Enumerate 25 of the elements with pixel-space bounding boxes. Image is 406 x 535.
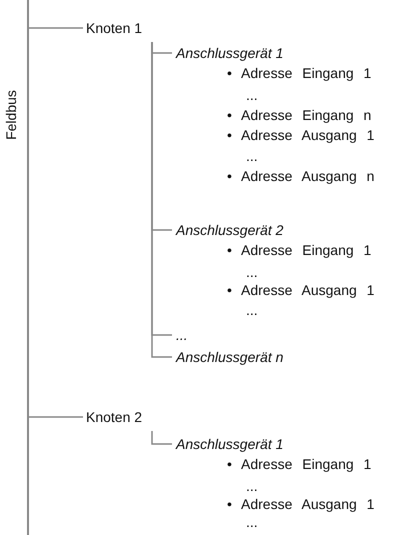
device-heading: Anschlussgerät n	[176, 348, 284, 367]
node-label: Knoten 2	[86, 408, 142, 427]
ellipsis-text: ...	[246, 477, 258, 494]
address-list-item: • Adresse Ausgang n	[227, 167, 374, 186]
address-list-item: • Adresse Eingang 1	[227, 241, 372, 260]
ellipsis-text: ...	[246, 301, 258, 320]
node-label: Knoten 1	[86, 19, 142, 38]
ellipsis-text: ...	[246, 263, 258, 280]
ellipsis-text: ...	[246, 86, 258, 105]
address-list-item: • Adresse Eingang n	[227, 106, 372, 125]
address-list-item: • Adresse Ausgang 1	[227, 281, 374, 300]
address-list-item: • Adresse Eingang 1	[227, 64, 372, 83]
address-list-item: • Adresse Ausgang 1	[227, 126, 374, 145]
ellipsis-text: ...	[176, 326, 188, 345]
device-heading: Anschlussgerät 2	[176, 221, 284, 240]
address-list-item: • Adresse Ausgang 1	[227, 495, 374, 512]
connector-line	[29, 27, 83, 29]
connector-line	[151, 431, 172, 445]
device-heading: Anschlussgerät 1	[176, 44, 284, 63]
connector-line	[29, 416, 83, 418]
ellipsis-text: ...	[246, 147, 258, 166]
ellipsis-text: ...	[246, 513, 258, 532]
bus-label: Feldbus	[2, 90, 20, 140]
address-list-item: • Adresse Eingang 1	[227, 455, 372, 474]
device-heading: Anschlussgerät 1	[176, 435, 284, 454]
